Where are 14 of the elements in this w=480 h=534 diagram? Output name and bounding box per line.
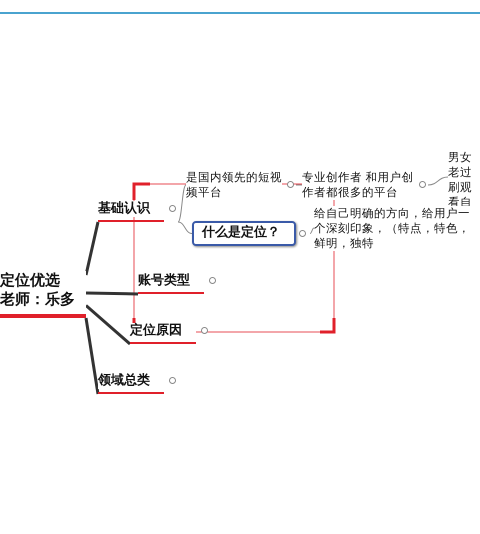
connector-line — [428, 176, 448, 186]
connector-line — [178, 222, 192, 234]
connector-line — [84, 318, 100, 394]
topic-text: 专业创作者 和用户创作者都很多的平台 — [302, 170, 414, 200]
connector-line — [86, 292, 138, 296]
topic-text: 定位原因 — [130, 322, 196, 340]
topic-text: 老师：乐多 — [0, 290, 86, 310]
connector-line — [178, 184, 186, 222]
connector-line — [296, 184, 302, 186]
connector-line — [310, 228, 314, 234]
connector-line — [85, 304, 131, 346]
topic-text: 是国内领先的短视频平台 — [186, 170, 282, 200]
topic-text: 定位优选 — [0, 270, 86, 290]
connector-line — [84, 222, 100, 276]
